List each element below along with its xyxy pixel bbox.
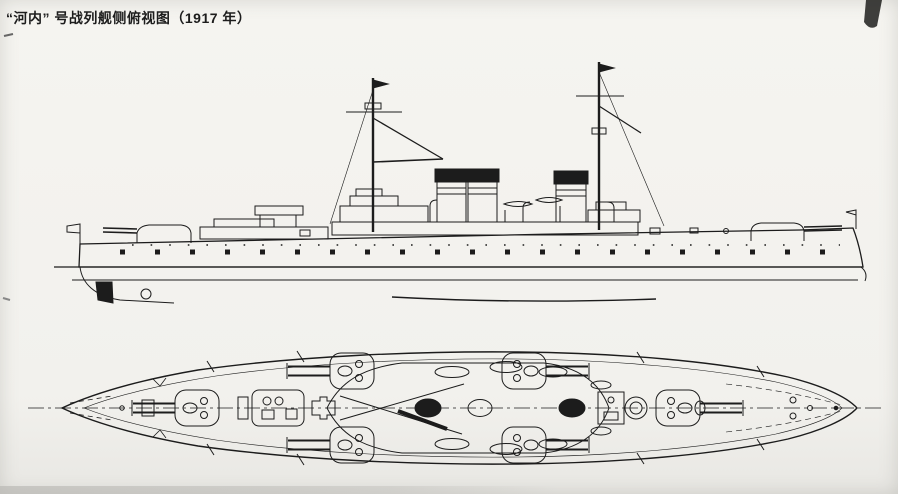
mainmast [576,62,665,230]
turret-wing-port-aft [286,352,375,390]
mast-ring-platform [624,396,648,420]
corner-smudge [864,0,882,28]
funnel-plan-1 [414,398,442,418]
hull-plan [60,351,858,465]
funnel-2 [465,168,500,223]
scan-artifacts [2,0,882,301]
aft-deckhouse-plan [597,391,625,425]
deck-edge-inner [83,358,843,458]
skylight-plan [467,399,493,417]
bridge-plan [237,389,305,427]
aft-superstructure [199,205,329,240]
funnel-1 [434,168,469,223]
turret-wing-stbd-aft [286,426,375,464]
fore-turret [750,222,843,241]
bilge-keel [391,296,657,302]
bow-details-plan [694,383,843,433]
side-view [54,62,867,304]
edge-mark-2 [2,297,11,301]
bow-pennant [845,209,857,216]
ventilators [429,199,615,222]
stern-flag [66,223,81,234]
funnel-3 [553,170,589,223]
funnel-plan-2 [558,398,586,418]
edge-mark-1 [3,33,14,37]
propeller [140,288,152,300]
funnels [434,168,589,223]
plan-view [28,350,882,466]
figure-caption: “河内” 号战列舰侧俯视图（1917 年） [6,10,252,26]
hull-side [78,227,864,268]
deck-fittings-side [299,227,729,237]
conning-tower-plan [311,396,336,420]
stern-underwater [79,266,175,304]
bridge-superstructure [331,188,641,236]
stern-details-plan [69,377,167,439]
edge-ticks [206,350,765,466]
scan-shadow-band [0,486,557,494]
aft-turret [102,224,192,243]
foremast [329,78,444,232]
derrick-booms-plan [339,383,465,435]
bow-ram [860,266,867,282]
rudder [95,281,114,304]
boats-side [502,197,564,222]
